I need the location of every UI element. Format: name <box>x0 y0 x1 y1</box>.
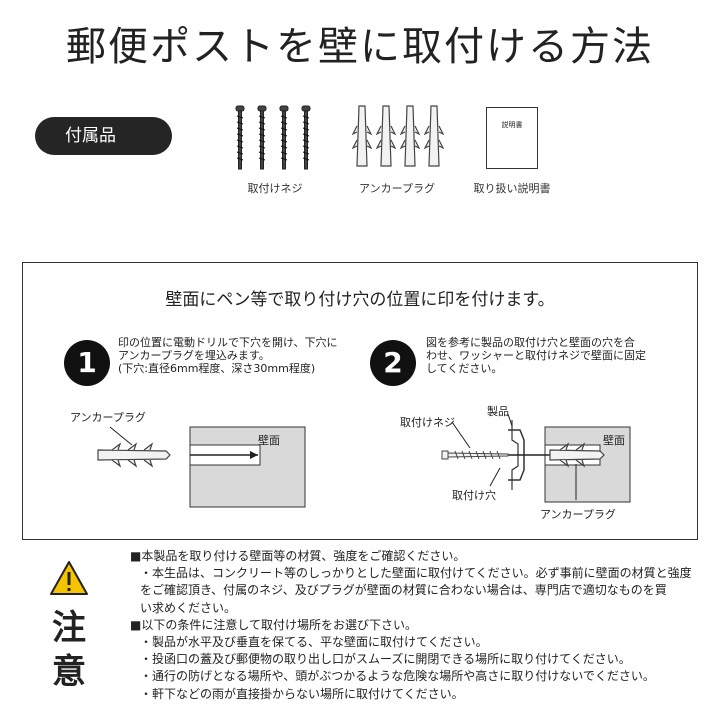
procedure-frame <box>22 262 698 540</box>
procedure-heading: 壁面にペン等で取り付け穴の位置に印を付けます。 <box>165 290 555 310</box>
caution-line: ・通行の防げとなる場所や、頭がぶつかるような危険な場所や高さに取り付けないでくだ… <box>140 669 655 684</box>
step-1-wall-label: 壁面 <box>258 434 280 447</box>
page-title: 郵便ポストを壁に取付ける方法 <box>66 24 654 70</box>
accessory-manual-label: 取り扱い説明書 <box>473 182 551 195</box>
caution-line: ■以下の条件に注意して取付け場所をお選び下さい。 <box>130 617 417 632</box>
caution-char-1: 注 <box>52 608 86 648</box>
manual-cover-text: 説明書 <box>501 121 523 129</box>
caution-section <box>0 545 720 720</box>
step-1-badge: 1 <box>64 340 110 386</box>
step-2-text: 図を参考に製品の取付け穴と壁面の穴を合 わせ、ワッシャーと取付けネジで壁面に固定… <box>426 336 646 375</box>
accessory-anchor-label: アンカープラグ <box>359 182 435 195</box>
caution-line: ・投函口の蓋及び郵便物の取り出し口がスムーズに開閉できる場所に取り付けてください… <box>140 652 631 667</box>
step-2-product-label: 製品 <box>487 405 509 418</box>
caution-line: ■本製品を取り付ける壁面等の材質、強度をご確認ください。 <box>130 549 466 563</box>
screw-icon <box>235 105 311 170</box>
step-2-diagram <box>441 413 631 503</box>
step-2-anchor-label: アンカープラグ <box>540 508 616 521</box>
caution-char-2: 意 <box>52 652 86 692</box>
step-2-wall-label: 壁面 <box>603 434 625 447</box>
step-1-diagram <box>97 426 306 508</box>
accessory-screw-label: 取付けネジ <box>247 182 303 195</box>
caution-line: い求めください。 <box>140 600 237 615</box>
accessories-label: 付属品 <box>35 117 172 155</box>
manual-icon: 説明書 <box>486 107 538 169</box>
warning-triangle-icon <box>50 561 88 595</box>
step-2-screw-label: 取付けネジ <box>400 416 455 429</box>
step-2-badge: 2 <box>370 340 416 386</box>
step-1-anchor-label: アンカープラグ <box>70 411 146 424</box>
anchor-plug-icon <box>352 105 444 167</box>
caution-line: ・軒下などの雨が直接掛からない場所に取付けてください。 <box>140 686 464 701</box>
caution-line: ・本生品は、コンクリート等のしっかりとした壁面に取付けてください。必ず事前に壁面… <box>140 566 692 581</box>
caution-line: ・製品が水平及び垂直を保てる、平な壁面に取付けてください。 <box>140 635 488 650</box>
step-1-text: 印の位置に電動ドリルで下穴を開け、下穴に アンカープラグを埋込みます。 (下穴:… <box>118 336 338 375</box>
step-2-hole-label: 取付け穴 <box>452 489 496 502</box>
caution-line: をご確認頂き、付属のネジ、及びプラグが壁面の材質に合わない場合は、専門店で適切な… <box>140 583 667 598</box>
caution-notes: ■本製品を取り付ける壁面等の材質、強度をご確認ください。 ・本生品は、コンクリー… <box>130 548 700 703</box>
